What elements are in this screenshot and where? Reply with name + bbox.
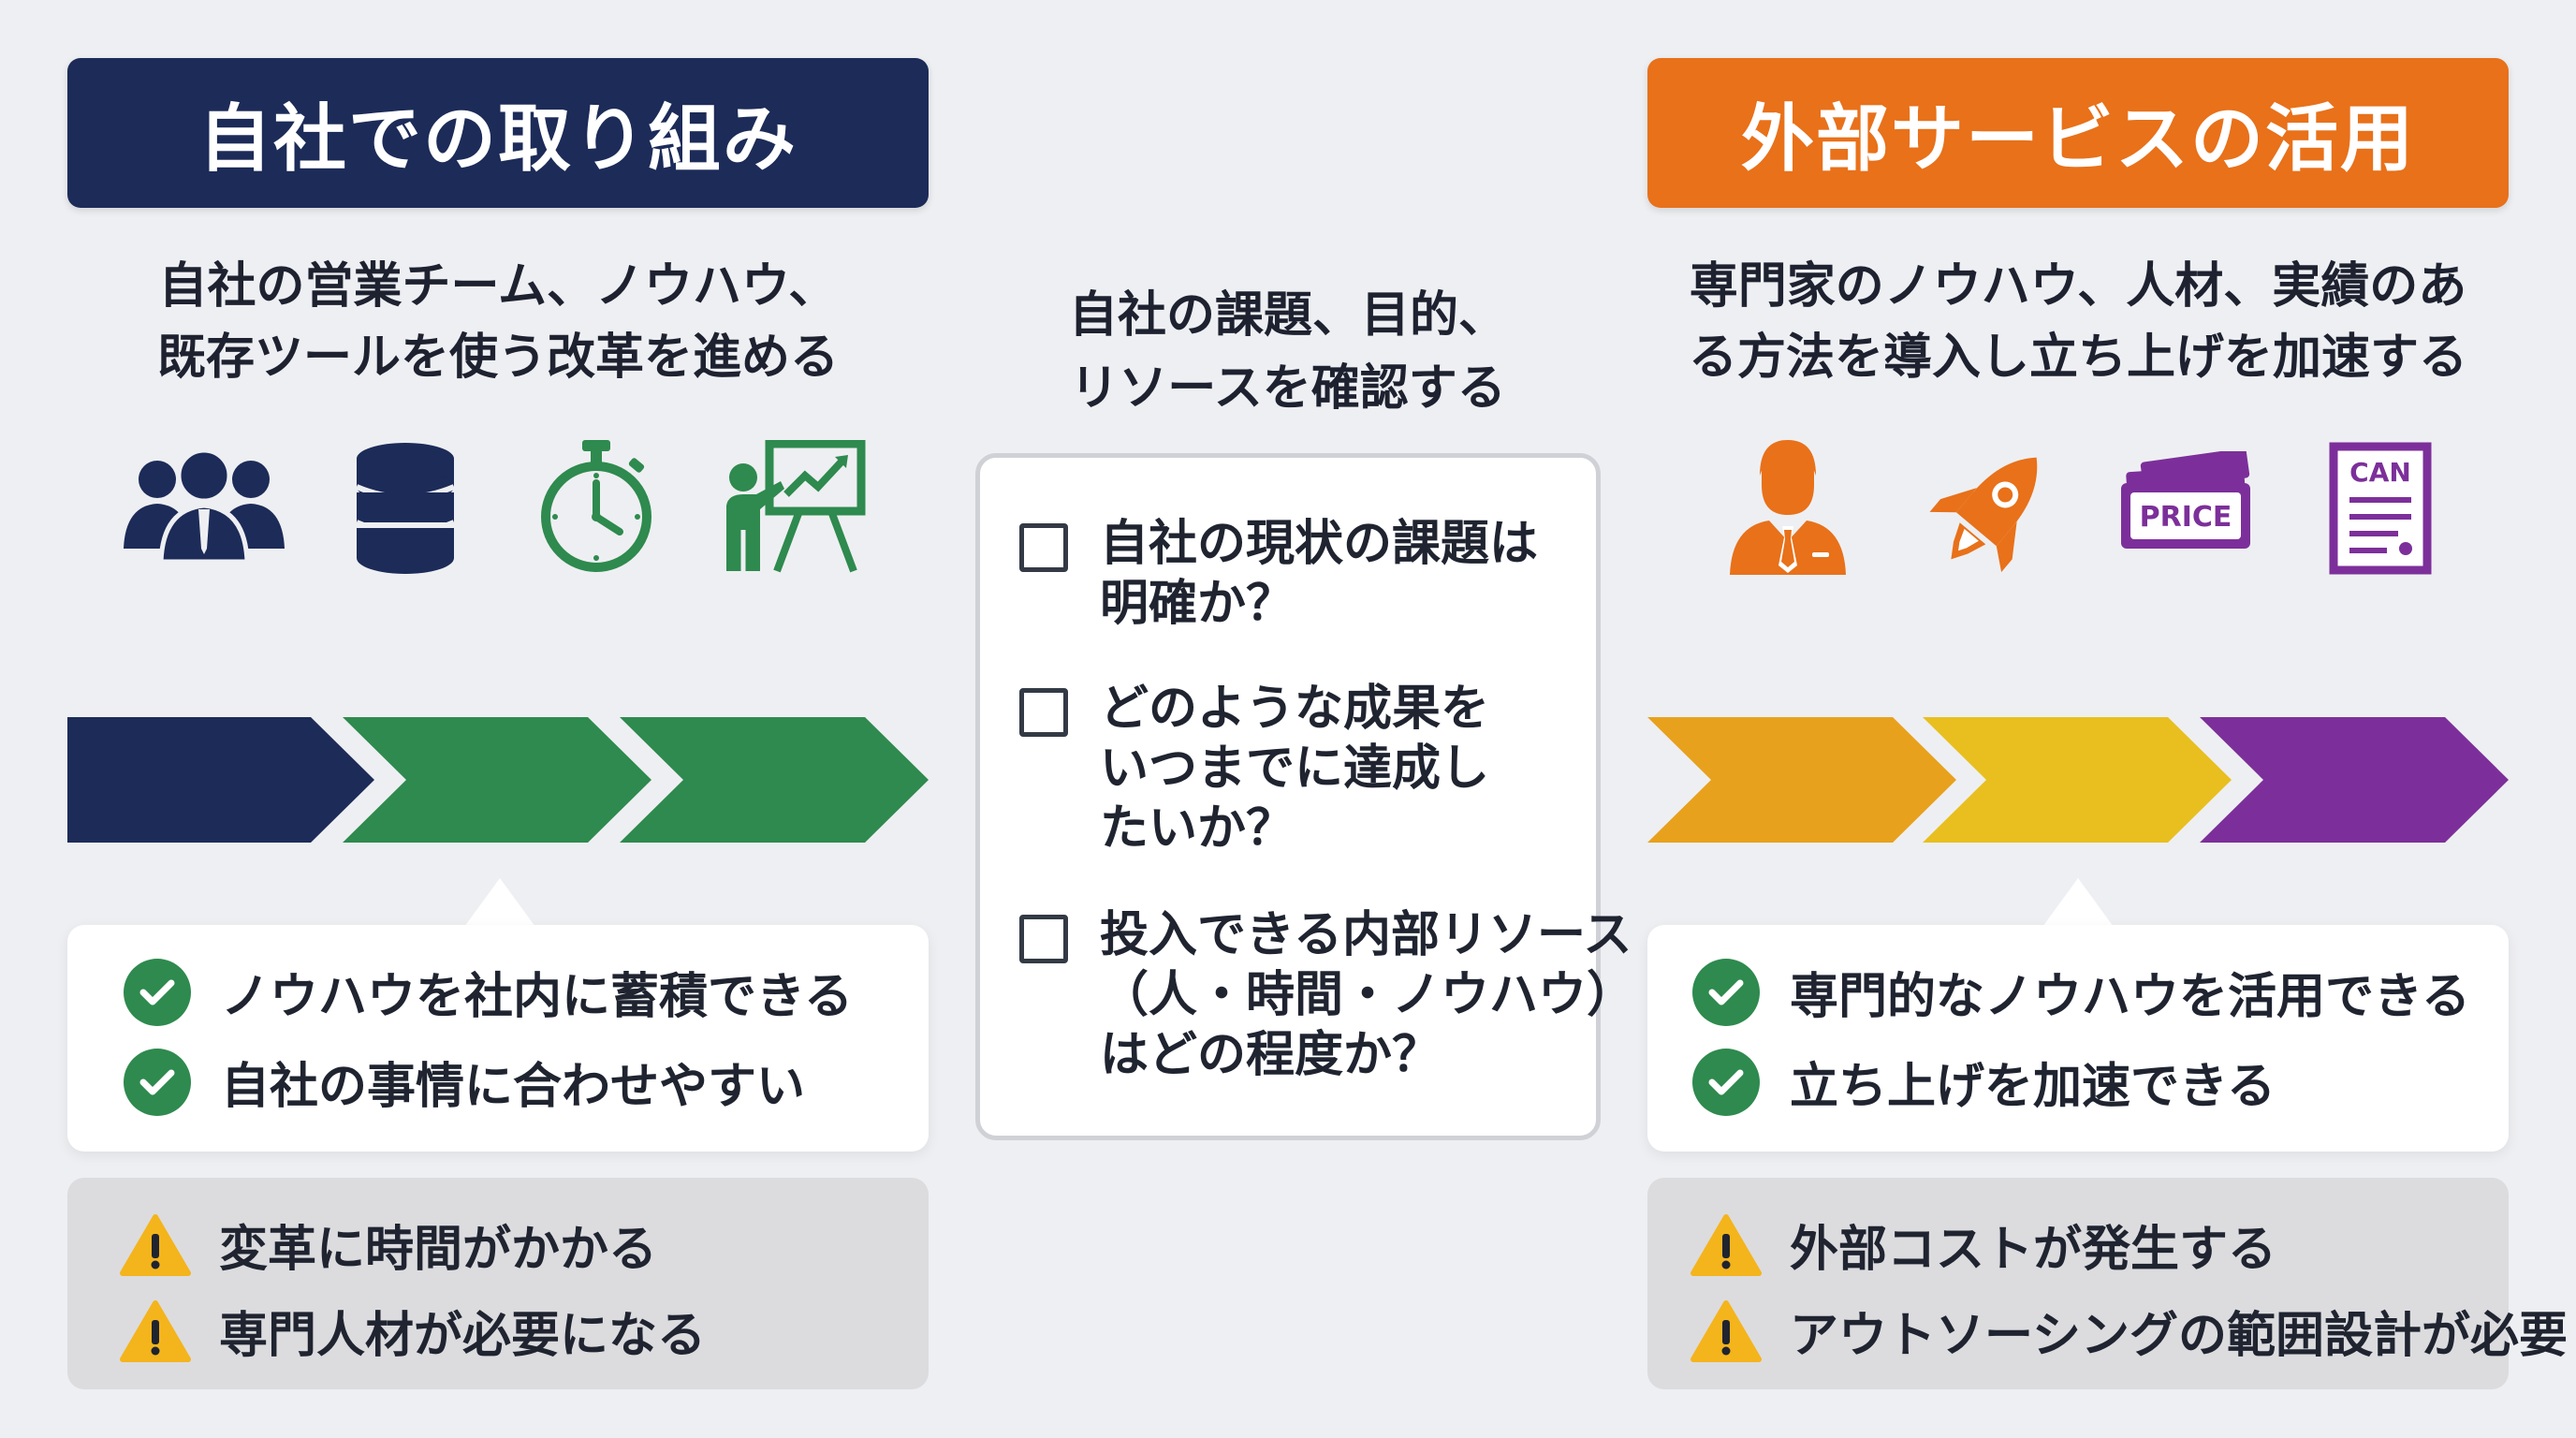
left-con-item: 変革に時間がかかる [120,1210,657,1280]
right-con-text: 外部コストが発生する [1790,1222,2277,1278]
database-icon [354,440,457,576]
right-title: 外部サービスの活用 [1647,58,2509,208]
left-cons-box: 変革に時間がかかる 専門人材が必要になる [67,1178,929,1389]
left-arrow-step-1 [67,717,374,843]
checklist-item: 投入できる内部リソース （人・時間・ノウハウ） はどの程度か？ [1019,905,1635,1085]
checkbox[interactable] [1019,688,1068,737]
can-label: CAN [2349,457,2411,488]
left-description-line-2: 既存ツールを使う改革を進める [156,330,839,386]
right-description: 専門家のノウハウ、人材、実績のあ る方法を導入し立ち上げを加速する [1631,251,2525,393]
checkbox[interactable] [1019,523,1068,572]
check-icon [124,958,191,1026]
right-cons-box: 外部コストが発生する アウトソーシングの範囲設計が必要 [1647,1178,2568,1389]
left-con-text: 専門人材が必要になる [219,1308,707,1364]
left-process-arrows [67,717,929,843]
checklist-text-line: はどの程度か？ [1100,1027,1442,1083]
right-pros-box: 専門的なノウハウを活用できる 立ち上げを加速できる [1647,925,2509,1152]
right-arrow-step-2 [1923,717,2232,843]
team-icon [120,438,288,569]
warning-icon [120,1299,191,1363]
right-pros-notch [2042,878,2114,927]
checklist-text-line: 自社の現状の課題は [1100,516,1539,572]
right-con-item: アウトソーシングの範囲設計が必要 [1690,1296,2568,1366]
left-pros-notch [464,878,535,927]
price-label: PRICE [2140,501,2232,534]
left-arrow-step-2 [343,717,651,843]
left-description-line-1: 自社の営業チーム、ノウハウ、 [158,258,838,315]
left-arrow-step-3 [620,717,929,843]
right-process-arrows [1647,717,2509,843]
checklist-item: どのような成果を いつまでに達成し たいか？ [1019,679,1489,858]
left-title: 自社での取り組み [67,58,929,208]
checklist-text-line: いつまでに達成し [1100,741,1490,797]
right-pro-item: 立ち上げを加速できる [1692,1047,2276,1117]
contract-icon: CAN [2329,442,2432,575]
checklist-text-line: 投入できる内部リソース [1100,907,1632,963]
left-pros-box: ノウハウを社内に蓄積できる 自社の事情に合わせやすい [67,925,929,1152]
warning-icon [120,1213,191,1277]
right-pro-item: 専門的なノウハウを活用できる [1692,957,2470,1027]
price-ticket-icon: PRICE [2117,451,2258,554]
right-arrow-step-3 [2200,717,2509,843]
right-con-text: アウトソーシングの範囲設計が必要 [1790,1308,2568,1364]
checklist-text-line: たいか？ [1100,800,1295,857]
checkbox[interactable] [1019,915,1068,963]
left-pro-item: 自社の事情に合わせやすい [124,1047,805,1117]
presentation-icon [719,440,869,576]
check-icon [124,1048,191,1116]
left-pro-text: 自社の事情に合わせやすい [221,1059,806,1115]
expert-icon [1724,436,1852,577]
check-icon [1692,1048,1760,1116]
right-description-line-2: る方法を導入し立ち上げを加速する [1688,330,2467,386]
center-heading: 自社の課題、目的、 リソースを確認する [973,279,1603,425]
right-con-item: 外部コストが発生する [1690,1210,2276,1280]
left-description: 自社の営業チーム、ノウハウ、 既存ツールを使う改革を進める [67,251,929,393]
left-pro-text: ノウハウを社内に蓄積できる [221,969,853,1025]
center-heading-line-1: 自社の課題、目的、 [1068,287,1507,344]
center-heading-line-2: リソースを確認する [1070,360,1506,417]
stopwatch-icon [535,438,657,577]
left-pro-item: ノウハウを社内に蓄積できる [124,957,853,1027]
checklist-text-line: （人・時間・ノウハウ） [1100,967,1636,1023]
left-con-text: 変革に時間がかかる [219,1222,658,1278]
right-pro-text: 立ち上げを加速できる [1790,1059,2276,1115]
warning-icon [1690,1213,1762,1277]
left-con-item: 専門人材が必要になる [120,1296,706,1366]
checklist-text-line: どのような成果を [1100,681,1490,737]
warning-icon [1690,1299,1762,1363]
checklist-item: 自社の現状の課題は 明確か？ [1019,514,1538,634]
check-icon [1692,958,1760,1026]
right-arrow-step-1 [1647,717,1956,843]
right-description-line-1: 専門家のノウハウ、人材、実績のあ [1689,258,2467,315]
checklist-text-line: 明確か？ [1100,576,1295,632]
checklist-panel: 自社の現状の課題は 明確か？ どのような成果を いつまでに達成し たいか？ 投入… [975,453,1635,1140]
right-pro-text: 専門的なノウハウを活用できる [1790,969,2470,1025]
rocket-icon [1928,438,2059,579]
